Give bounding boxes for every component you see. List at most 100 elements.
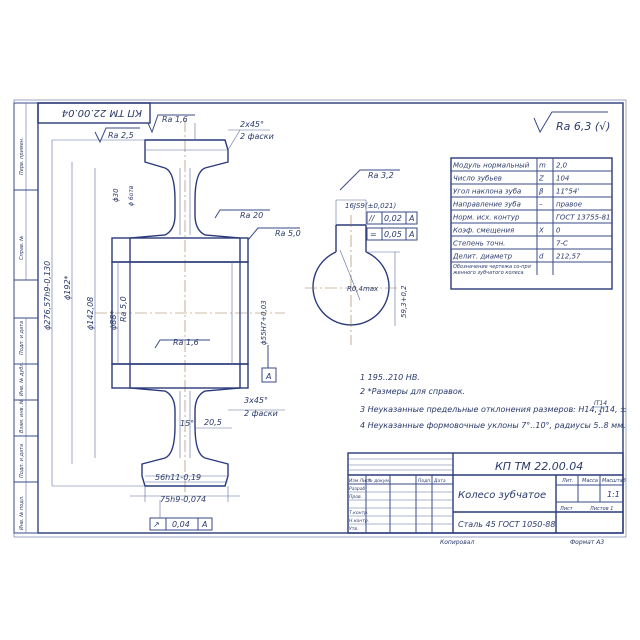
strip-label-6: Инв. № подл. — [19, 496, 25, 531]
ra-keyway: Ra 3,2 — [368, 171, 394, 180]
tb-doc-number: КП ТМ 22.00.04 — [495, 460, 583, 473]
param-cell-6-2: 7-С — [556, 240, 568, 248]
key-radius: R0,4max — [347, 285, 379, 293]
param-cell-0-1: m — [539, 162, 546, 170]
param-cell-1-0: Число зубьев — [453, 175, 502, 183]
tol2-symbol: = — [370, 230, 377, 239]
tb-row-date: Дата — [433, 478, 446, 484]
tol3-value: 0,04 — [172, 520, 190, 529]
tol2-value: 0,05 — [384, 230, 402, 239]
keyway-tolerances: // 0,02 A = 0,05 A — [366, 211, 418, 241]
param-cell-4-2: ГОСТ 13755-81 — [556, 214, 611, 222]
note-2: 2 *Размеры для справок. — [360, 387, 465, 396]
runout-tolerance: ↗ 0,04 A — [149, 500, 213, 531]
tb-role-4: Н.контр. — [349, 518, 369, 524]
tol1-value: 0,02 — [384, 214, 402, 223]
ra-bore2: Ra 1,6 — [173, 338, 199, 347]
tb-scale: Масштаб — [602, 478, 626, 484]
gear-roughness-marks: Ra 1,6 Ra 2,5 Ra 20 Ra 5,0 Ra 5,0 Ra 1,6 — [94, 114, 301, 349]
tb-copied: Копировал — [440, 539, 474, 546]
tb-role-1: Пров. — [349, 494, 362, 500]
overall-roughness-text: Ra 6,3 (√) — [556, 120, 610, 133]
tb-name: Колесо зубчатое — [458, 489, 546, 501]
strip-label-3: Инв. № дубл. — [19, 362, 25, 396]
tb-role-0: Разраб. — [349, 486, 367, 492]
strip-label-0: Перв. примен. — [19, 137, 25, 175]
param-cell-2-0: Угол наклона зуба — [453, 188, 521, 196]
tb-sheets: Листов 1 — [589, 506, 613, 512]
note-3-frac-bottom: 2 — [598, 410, 602, 417]
notes: 1 195..210 HB. 2 *Размеры для справок. 3… — [360, 373, 627, 430]
param-cell-3-2: правое — [556, 201, 582, 209]
param-cell-2-1: β — [539, 188, 544, 196]
param-cell-7-2: 212,57 — [556, 253, 581, 261]
dim-d-outer: ϕ276,57h9-0,130 — [43, 261, 52, 330]
param-cell-5-1: X — [538, 227, 544, 235]
param-cell-1-1: Z — [538, 175, 544, 183]
overall-roughness: Ra 6,3 (√) — [533, 111, 610, 134]
tol1-base: A — [408, 214, 414, 223]
tb-scale-value: 1:1 — [607, 490, 620, 499]
strip-label-1: Справ. № — [19, 236, 25, 260]
param-cell-7-1: d — [539, 253, 544, 261]
rim-bottom — [129, 363, 241, 487]
tol3-symbol: ↗ — [153, 520, 160, 529]
strip-label-4: Взам. инв. № — [19, 399, 25, 433]
tb-material: Сталь 45 ГОСТ 1050-88 — [458, 520, 555, 529]
note-1: 1 195..210 HB. — [360, 373, 420, 382]
tol1-symbol: // — [368, 214, 376, 223]
tb-row-doc: № докум. — [367, 478, 390, 484]
chamfer-bottom-line2: 2 фаски — [244, 409, 278, 418]
strip-label-5: Подп. и дата — [19, 444, 25, 478]
tb-role-2: Т.контр. — [349, 510, 369, 516]
strip-label-2: Подп. и дата — [19, 321, 25, 355]
param-cell-3-0: Направление зуба — [453, 201, 521, 209]
gear-section — [95, 120, 285, 500]
dim-w-205: 20,5 — [204, 418, 222, 427]
rim-top — [129, 139, 241, 263]
param-cell-6-0: Степень точн. — [453, 240, 505, 248]
ra-top: Ra 1,6 — [162, 115, 188, 124]
param-cell-0-2: 2,0 — [556, 162, 568, 170]
dim-d-192: ϕ192* — [63, 275, 72, 300]
dim-a-15: 15° — [180, 419, 194, 428]
keyway-detail: R0,4max 59,3+0,2 16JS9(±0,021) Ra 3,2 — [305, 169, 408, 345]
chamfer-bottom: 3x45° 2 фаски — [228, 396, 285, 418]
note-3: 3 Неуказанные предельные отклонения разм… — [360, 405, 627, 414]
chamfer-top: 2x45° 2 фаски — [227, 120, 274, 151]
tb-lit: Лит. — [561, 478, 574, 484]
tol3-base: A — [201, 520, 207, 529]
param-cell-2-2: 11°54' — [556, 188, 579, 196]
tb-role-5: Утв. — [349, 526, 358, 532]
dim-d-hole: ϕ 6отв — [128, 185, 135, 206]
rotated-doc-number: КП ТМ 22.00.04 — [37, 102, 151, 124]
chamfer-top-line2: 2 фаски — [240, 132, 274, 141]
dim-d-88: ϕ88* — [109, 311, 118, 330]
param-cell-4-0: Норм. исх. контур — [453, 214, 520, 222]
datum-a: A — [261, 345, 277, 383]
title-block: КП ТМ 22.00.04 Колесо зубчатое Сталь 45 … — [347, 452, 626, 546]
note-3-frac-top: IT14 — [594, 400, 607, 407]
tb-sheet: Лист — [559, 506, 574, 512]
ra-bore: Ra 5,0 — [119, 296, 128, 322]
diameter-dimensions: ϕ276,57h9-0,130 ϕ192* ϕ142,08 ϕ88* ϕ55H7… — [43, 139, 268, 487]
dim-d-55: ϕ55H7+0,03 — [260, 300, 268, 345]
ra-hub: Ra 5,0 — [275, 229, 301, 238]
param-cell-1-2: 104 — [556, 175, 569, 183]
param-cell-0-0: Модуль нормальный — [453, 162, 530, 170]
dim-w-56: 56h11-0,19 — [155, 473, 201, 482]
param-cell-7-0: Делит. диаметр — [452, 253, 513, 261]
note-4: 4 Неуказанные формовочные уклоны 7°..10°… — [360, 421, 626, 430]
tb-row-sign: Подп. — [418, 478, 432, 484]
param-cell-5-2: 0 — [556, 227, 561, 235]
rotated-doc-number-text: КП ТМ 22.00.04 — [62, 107, 142, 118]
key-depth: 59,3+0,2 — [400, 285, 408, 318]
param-cell-5-0: Коэф. смещения — [453, 227, 514, 235]
dim-d-142: ϕ142,08 — [86, 297, 95, 330]
param-cell-3-1: – — [539, 201, 543, 209]
ra-web: Ra 20 — [240, 211, 263, 220]
width-dimensions: 56h11-0,19 75h9-0,074 20,5 15° — [130, 418, 240, 504]
